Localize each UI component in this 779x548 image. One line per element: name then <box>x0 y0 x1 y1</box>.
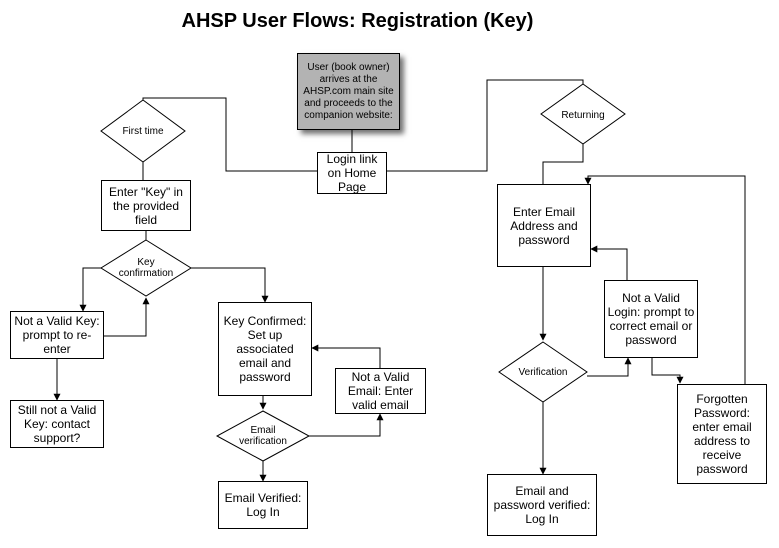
page-title: AHSP User Flows: Registration (Key) <box>181 10 534 32</box>
connector-not-valid-login-back <box>590 245 628 280</box>
connector-verification-not-valid-login <box>587 357 632 377</box>
key-confirmation-decision <box>100 239 192 297</box>
key-confirmation-label: Key confirmation <box>118 257 174 279</box>
email-password-verified-node: Email and password verified: Log In <box>487 474 597 536</box>
not-valid-login-node: Not a Valid Login: prompt to correct ema… <box>604 280 698 358</box>
connector-login-returning <box>387 79 584 172</box>
still-not-valid-key-node: Still not a Valid Key: contact support? <box>10 400 104 448</box>
returning-label: Returning <box>561 109 605 121</box>
connector-confirmation-not-valid <box>79 267 101 312</box>
connector-returning-enter-email <box>542 144 584 184</box>
first-time-label: First time <box>122 125 164 137</box>
login-link-node: Login link on Home Page <box>317 152 387 194</box>
not-valid-key-node: Not a Valid Key: prompt to re-enter <box>10 311 104 359</box>
verification-label: Verification <box>518 366 568 378</box>
key-confirmed-node: Key Confirmed: Set up associated email a… <box>218 302 312 396</box>
email-verification-label: Email verification <box>239 425 287 447</box>
enter-email-node: Enter Email Address and password <box>497 184 591 267</box>
connector-forgotten-back <box>584 175 746 384</box>
email-verified-node: Email Verified: Log In <box>218 481 308 529</box>
forgotten-password-node: Forgotten Password: enter email address … <box>677 384 767 484</box>
connector-not-valid-login-forgotten <box>651 358 684 384</box>
connector-not-valid-retry <box>104 297 150 337</box>
connector-not-valid-email-back <box>311 344 381 368</box>
connector-email-verification-not-valid <box>309 413 384 437</box>
connector-confirmation-confirmed <box>191 267 269 303</box>
not-valid-email-node: Not a Valid Email: Enter valid email <box>335 368 426 414</box>
enter-key-node: Enter "Key" in the provided field <box>101 180 191 231</box>
start-node: User (book owner) arrives at the AHSP.co… <box>297 53 400 130</box>
connector-login-first-time <box>142 97 317 172</box>
